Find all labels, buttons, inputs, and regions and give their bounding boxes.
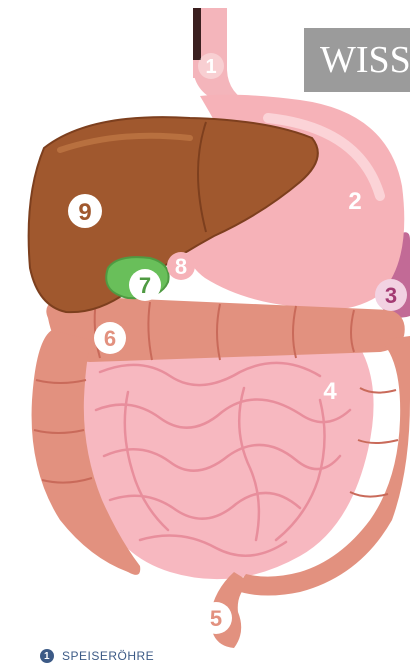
legend-label: SPEISERÖHRE (62, 649, 154, 663)
marker-7: 7 (129, 269, 161, 301)
marker-2: 2 (348, 188, 361, 215)
legend: 1 SPEISERÖHRE (40, 648, 154, 664)
title-banner: WISS (304, 28, 410, 92)
svg-text:7: 7 (139, 273, 151, 298)
svg-text:1: 1 (205, 56, 216, 78)
marker-5: 5 (200, 602, 232, 634)
marker-1: 1 (198, 53, 224, 79)
svg-text:5: 5 (210, 606, 222, 631)
legend-number: 1 (40, 649, 54, 663)
svg-text:3: 3 (385, 283, 397, 308)
svg-text:9: 9 (78, 199, 91, 226)
svg-text:2: 2 (348, 188, 361, 215)
title-text: WISS (320, 39, 410, 81)
marker-6: 6 (94, 322, 126, 354)
marker-9: 9 (68, 194, 102, 228)
marker-4: 4 (323, 378, 337, 405)
marker-8: 8 (167, 252, 195, 280)
marker-3: 3 (375, 279, 407, 311)
esophagus (193, 8, 252, 104)
svg-text:6: 6 (104, 326, 116, 351)
svg-text:4: 4 (323, 378, 337, 405)
svg-text:8: 8 (175, 254, 187, 279)
